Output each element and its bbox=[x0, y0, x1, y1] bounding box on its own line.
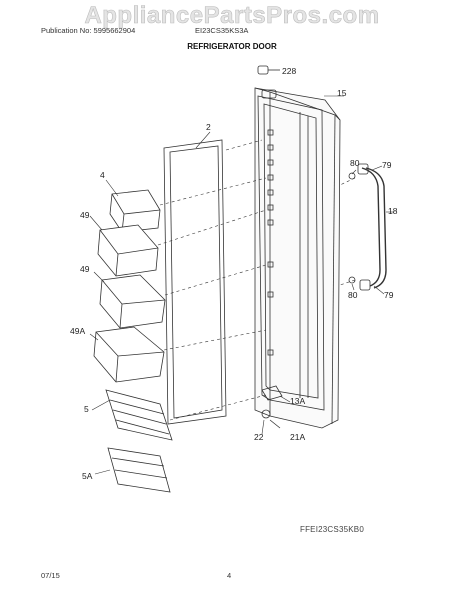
part-label-21A: 21A bbox=[290, 432, 305, 442]
part-label-80-top: 80 bbox=[350, 158, 360, 168]
footer-page-number: 4 bbox=[227, 571, 232, 580]
part-label-2: 2 bbox=[206, 122, 211, 132]
leader-lines bbox=[89, 95, 394, 475]
dispenser-frame-5 bbox=[105, 389, 173, 441]
part-label-13A: 13A bbox=[290, 396, 305, 406]
hinge-cap-228 bbox=[257, 65, 280, 75]
footer-date: 07/15 bbox=[41, 571, 60, 580]
door-bin-49A bbox=[93, 326, 165, 383]
part-label-49-upper: 49 bbox=[80, 210, 90, 220]
door-gasket bbox=[163, 139, 227, 425]
part-label-22: 22 bbox=[254, 432, 264, 442]
part-label-5: 5 bbox=[84, 404, 89, 414]
door-bin-49-lower bbox=[99, 274, 166, 329]
site-watermark: AppliancePartsPros.com bbox=[84, 2, 380, 30]
part-label-49A: 49A bbox=[70, 326, 85, 336]
publication-number: Publication No: 5995662904 bbox=[41, 26, 136, 35]
model-number: EI23CS35KS3A bbox=[195, 26, 249, 35]
part-label-79-top: 79 bbox=[382, 160, 392, 170]
figure-code: FFEI23CS35KB0 bbox=[300, 525, 364, 534]
part-label-18: 18 bbox=[388, 206, 398, 216]
part-label-49-lower: 49 bbox=[80, 264, 90, 274]
part-label-80-bottom: 80 bbox=[348, 290, 358, 300]
door-handle bbox=[348, 163, 387, 291]
explode-guides bbox=[157, 139, 356, 421]
part-label-5A: 5A bbox=[82, 471, 93, 481]
part-label-15: 15 bbox=[337, 88, 347, 98]
door-shell bbox=[254, 87, 341, 429]
handle-screw-top bbox=[348, 172, 356, 180]
door-bin-49-upper bbox=[97, 224, 159, 277]
dispenser-tray-5A bbox=[107, 447, 171, 493]
part-label-79-bottom: 79 bbox=[384, 290, 394, 300]
part-label-228: 228 bbox=[282, 66, 296, 76]
bottom-hinge bbox=[261, 385, 283, 429]
page-title: REFRIGERATOR DOOR bbox=[187, 42, 277, 51]
part-label-4: 4 bbox=[100, 170, 105, 180]
part-labels: 228 15 2 4 49 49 49A 5 5A 80 79 18 80 79… bbox=[70, 66, 398, 481]
